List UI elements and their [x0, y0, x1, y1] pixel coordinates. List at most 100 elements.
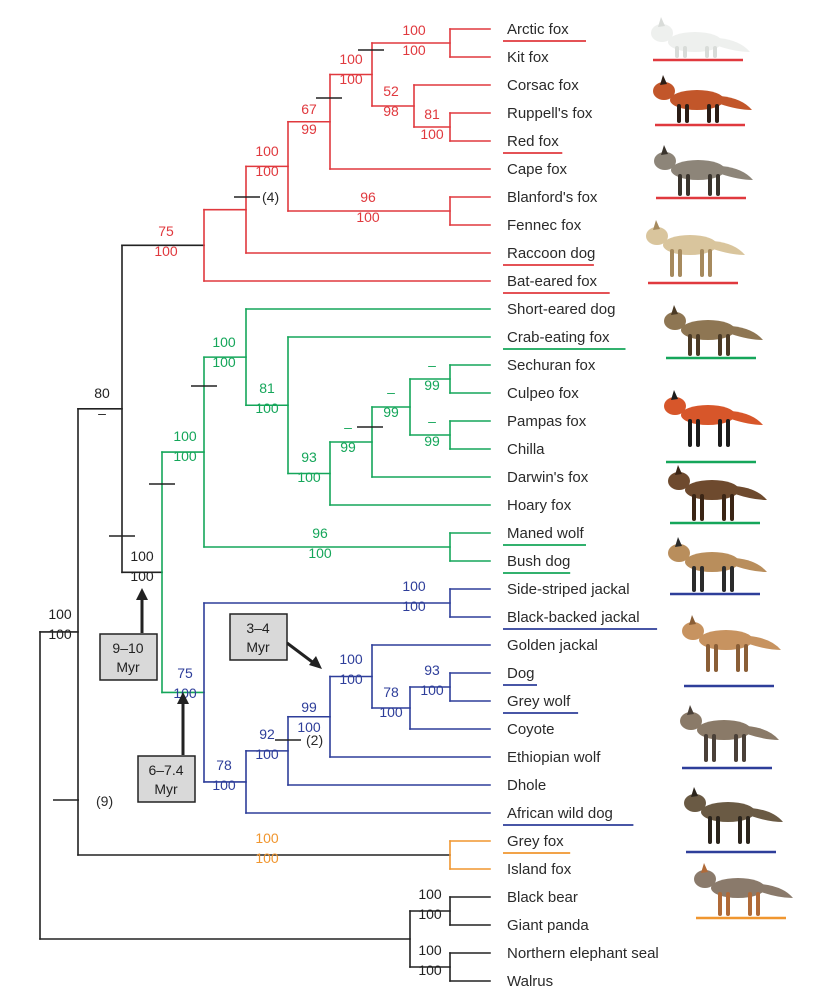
support-bottom-value: 100	[297, 469, 321, 485]
taxon-label: Sechuran fox	[507, 357, 596, 374]
support-values: 100 100 52 98 81 100 100 100 67 99 96 100 100 100 75 10…	[48, 22, 444, 978]
support-bottom-value: 100	[402, 598, 426, 614]
taxon-label: Side-striped jackal	[507, 581, 630, 598]
taxon-label: Darwin's fox	[507, 469, 589, 486]
taxon-label: Northern elephant seal	[507, 945, 659, 962]
support-bottom-value: 100	[339, 71, 363, 87]
support-top-value: 100	[212, 334, 236, 350]
support-bottom-value: 100	[356, 209, 380, 225]
taxon-label: Kit fox	[507, 49, 549, 66]
taxon-label: Coyote	[507, 721, 555, 738]
support-bottom-value: 99	[424, 377, 440, 393]
support-bottom-value: 100	[130, 568, 154, 584]
animal-illustration	[682, 615, 781, 688]
myr-6-7-line1: 6–7.4	[148, 762, 183, 778]
support-top-value: 52	[383, 83, 399, 99]
taxon-label: Maned wolf	[507, 525, 585, 542]
support-bottom-value: 100	[339, 671, 363, 687]
myr-3-4-line1: 3–4	[246, 620, 270, 636]
animal-illustration	[694, 863, 793, 920]
support-bottom-value: 100	[255, 746, 279, 762]
taxon-label: Bush dog	[507, 553, 570, 570]
support-top-value: 67	[301, 101, 317, 117]
support-top-value: 100	[402, 578, 426, 594]
support-top-value: 93	[301, 449, 317, 465]
support-bottom-value: 98	[383, 103, 399, 119]
taxon-label: Dog	[507, 665, 535, 682]
support-bottom-value: 100	[308, 545, 332, 561]
animal-illustration	[668, 465, 767, 525]
support-bottom-value: 100	[379, 704, 403, 720]
support-top-value: 100	[418, 942, 442, 958]
support-top-value: 100	[418, 886, 442, 902]
support-bottom-value: 99	[383, 404, 399, 420]
taxon-label: Bat-eared fox	[507, 273, 598, 290]
support-top-value: –	[428, 413, 436, 429]
animal-illustration	[680, 705, 779, 770]
support-bottom-value: 100	[420, 682, 444, 698]
animal-illustration	[654, 145, 753, 200]
support-bottom-value: 99	[301, 121, 317, 137]
taxon-label: Cape fox	[507, 161, 568, 178]
myr-9-10-line2: Myr	[116, 659, 140, 675]
taxon-label: Grey wolf	[507, 693, 571, 710]
taxon-label: Corsac fox	[507, 77, 579, 94]
grey-fox-events-label: (9)	[96, 793, 113, 809]
support-top-value: 81	[259, 380, 275, 396]
support-top-value: 100	[402, 22, 426, 38]
taxon-label: Red fox	[507, 133, 559, 150]
animal-illustration	[664, 305, 763, 360]
support-top-value: 78	[383, 684, 399, 700]
support-top-value: 96	[360, 189, 376, 205]
support-bottom-value: 100	[418, 906, 442, 922]
support-bottom-value: 100	[418, 962, 442, 978]
taxon-label: Dhole	[507, 777, 546, 794]
support-bottom-value: –	[98, 405, 106, 421]
support-bottom-value: 100	[255, 400, 279, 416]
support-top-value: 100	[339, 651, 363, 667]
support-bottom-value: 100	[402, 42, 426, 58]
canis-events-label: (2)	[306, 732, 323, 748]
support-bottom-value: 100	[154, 243, 178, 259]
support-top-value: 75	[177, 665, 193, 681]
animal-illustrations	[646, 17, 793, 920]
taxon-label: Ruppell's fox	[507, 105, 593, 122]
taxon-label: Chilla	[507, 441, 545, 458]
myr-box-9-10: 9–10 Myr	[99, 588, 158, 681]
support-bottom-value: 100	[255, 850, 279, 866]
taxon-label: Ethiopian wolf	[507, 749, 601, 766]
animal-illustration	[651, 17, 750, 62]
taxon-label: Blanford's fox	[507, 189, 598, 206]
support-top-value: 93	[424, 662, 440, 678]
support-top-value: –	[428, 357, 436, 373]
support-top-value: 100	[255, 830, 279, 846]
support-top-value: 75	[158, 223, 174, 239]
taxon-label: African wild dog	[507, 805, 613, 822]
taxon-label: Culpeo fox	[507, 385, 579, 402]
taxon-label: Island fox	[507, 861, 572, 878]
support-top-value: 100	[255, 143, 279, 159]
support-top-value: –	[344, 419, 352, 435]
support-bottom-value: 99	[340, 439, 356, 455]
taxon-label: Hoary fox	[507, 497, 572, 514]
support-bottom-value: 100	[212, 354, 236, 370]
myr-3-4-line2: Myr	[246, 639, 270, 655]
tree-branches	[39, 28, 491, 982]
taxon-label: Black bear	[507, 889, 578, 906]
myr-6-7-line2: Myr	[154, 781, 178, 797]
support-bottom-value: 100	[420, 126, 444, 142]
support-top-value: 100	[48, 606, 72, 622]
support-top-value: 80	[94, 385, 110, 401]
taxon-label: Grey fox	[507, 833, 564, 850]
myr-9-10-line1: 9–10	[112, 640, 143, 656]
animal-illustration	[668, 537, 767, 596]
taxon-label: Short-eared dog	[507, 301, 615, 318]
taxon-label: Black-backed jackal	[507, 609, 640, 626]
support-bottom-value: 100	[48, 626, 72, 642]
support-top-value: 96	[312, 525, 328, 541]
support-bottom-value: 100	[212, 777, 236, 793]
taxon-label: Pampas fox	[507, 413, 587, 430]
support-top-value: –	[387, 384, 395, 400]
animal-illustration	[653, 75, 752, 127]
